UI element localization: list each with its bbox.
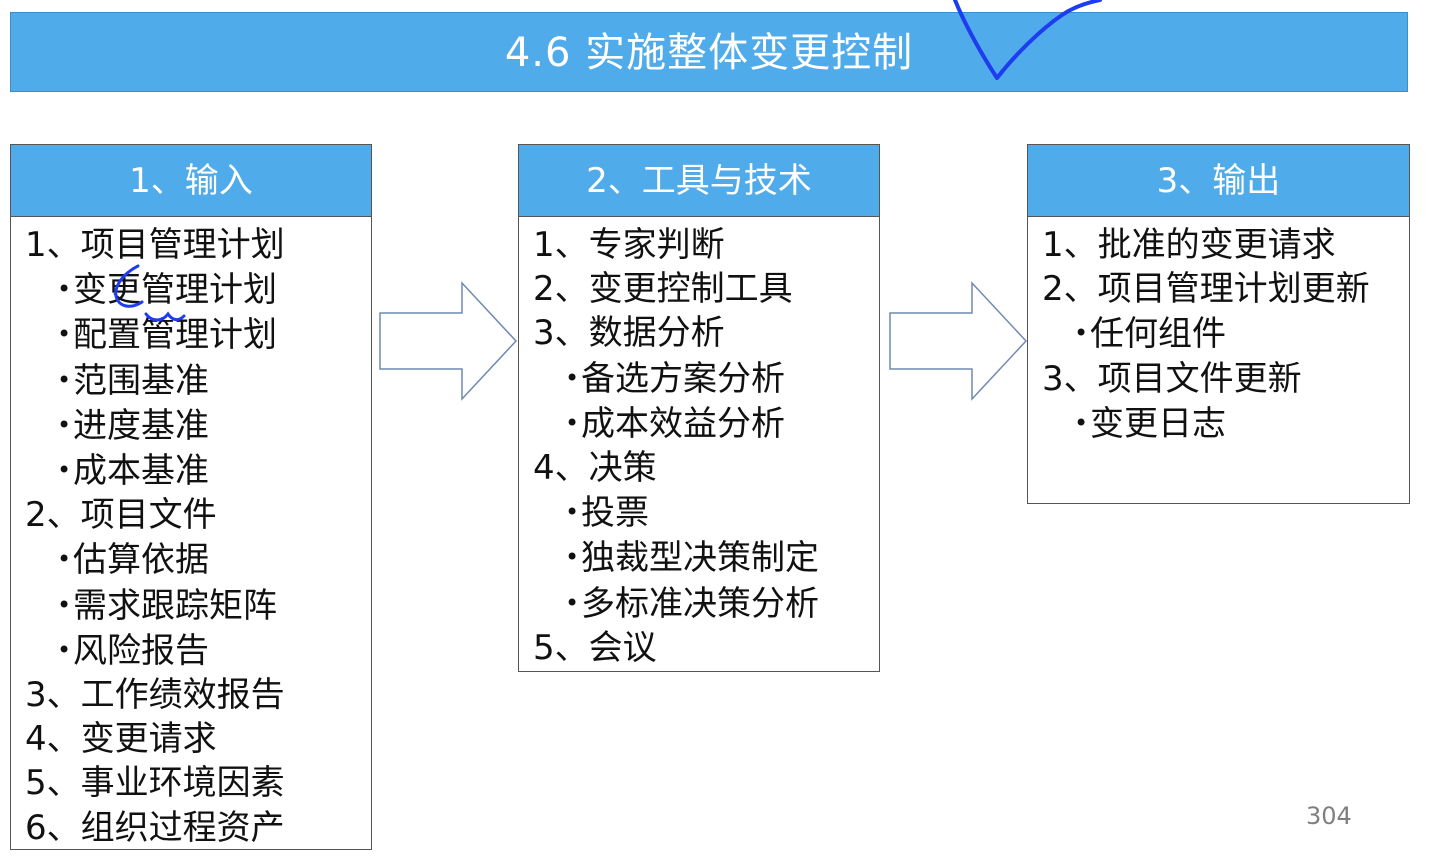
bullet-item: 需求跟踪矩阵 — [25, 583, 371, 628]
bullet-item: 成本效益分析 — [533, 401, 879, 446]
bullet-item: 变更管理计划 — [25, 267, 371, 312]
list-item: 1、项目管理计划 — [25, 225, 285, 265]
list-item: 5、事业环境因素 — [25, 763, 285, 804]
bullet-item: 估算依据 — [25, 537, 371, 582]
list-item: 2、项目管理计划更新 — [1042, 269, 1370, 310]
list-item: 3、项目文件更新 — [1042, 358, 1302, 399]
inputs-box: 1、输入 1、项目管理计划变更管理计划配置管理计划范围基准进度基准成本基准2、项… — [10, 144, 372, 850]
tools-list: 1、专家判断2、变更控制工具3、数据分析备选方案分析成本效益分析4、决策投票独裁… — [519, 217, 879, 670]
tools-box: 2、工具与技术 1、专家判断2、变更控制工具3、数据分析备选方案分析成本效益分析… — [518, 144, 880, 672]
bullet-item: 风险报告 — [25, 628, 371, 673]
bullet-item: 备选方案分析 — [533, 356, 879, 401]
inputs-header: 1、输入 — [11, 145, 371, 217]
bullet-item: 范围基准 — [25, 358, 371, 403]
bullet-item: 投票 — [533, 490, 879, 535]
arrow-right-icon — [889, 281, 1028, 401]
list-item: 3、工作绩效报告 — [25, 675, 285, 716]
bullet-item: 独裁型决策制定 — [533, 535, 879, 580]
list-item: 4、决策 — [533, 448, 657, 489]
bullet-item: 成本基准 — [25, 448, 371, 493]
list-item: 2、项目文件 — [25, 495, 217, 536]
list-item: 1、专家判断 — [533, 225, 725, 265]
tools-header: 2、工具与技术 — [519, 145, 879, 217]
list-item: 2、变更控制工具 — [533, 269, 793, 310]
bullet-item: 进度基准 — [25, 403, 371, 448]
list-item: 5、会议 — [533, 627, 657, 668]
page-number: 304 — [1306, 802, 1352, 830]
bullet-item: 任何组件 — [1042, 311, 1409, 356]
list-item: 6、组织过程资产 — [25, 807, 285, 848]
inputs-list: 1、项目管理计划变更管理计划配置管理计划范围基准进度基准成本基准2、项目文件估算… — [11, 217, 371, 850]
list-item: 4、变更请求 — [25, 719, 217, 760]
outputs-header: 3、输出 — [1028, 145, 1409, 217]
list-item: 3、数据分析 — [533, 313, 725, 354]
bullet-item: 配置管理计划 — [25, 312, 371, 357]
bullet-item: 变更日志 — [1042, 401, 1409, 446]
bullet-item: 多标准决策分析 — [533, 581, 879, 626]
list-item: 1、批准的变更请求 — [1042, 225, 1336, 265]
title-banner: 4.6 实施整体变更控制 — [10, 12, 1408, 92]
arrow-right-icon — [379, 281, 518, 401]
